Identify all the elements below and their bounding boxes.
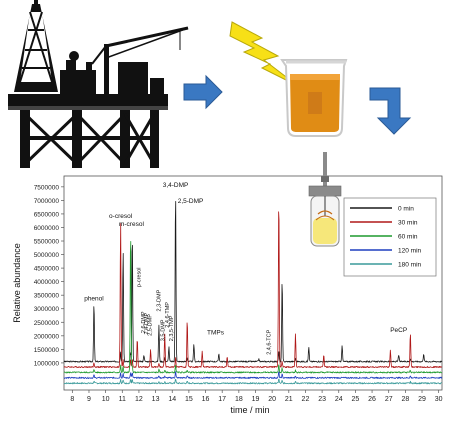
spme-vial-icon xyxy=(308,152,342,247)
y-tick-label: 4500000 xyxy=(34,266,60,273)
x-tick-label: 18 xyxy=(235,396,243,403)
arrow-right-icon xyxy=(183,74,223,110)
peak-label: m-cresol xyxy=(119,221,144,228)
x-tick-label: 23 xyxy=(318,396,326,403)
series-line-0 xyxy=(63,200,443,363)
legend: 0 min 30 min 60 min 120 min 180 min xyxy=(343,197,437,277)
legend-label: 30 min xyxy=(398,220,418,227)
y-tick-label: 2000000 xyxy=(34,333,60,340)
trace-lines xyxy=(63,200,443,385)
series-line-1 xyxy=(63,211,443,369)
peak-label: o-cresol xyxy=(109,213,133,220)
x-tick-label: 22 xyxy=(302,396,310,403)
x-tick-label: 29 xyxy=(418,396,426,403)
oil-platform-icon xyxy=(8,0,189,168)
x-tick-label: 11 xyxy=(119,396,126,403)
y-tick-label: 1000000 xyxy=(34,360,60,367)
peak-label: 3,4-DMP xyxy=(163,182,189,189)
peak-label: 2,3-DMP xyxy=(157,289,163,311)
legend-box xyxy=(343,197,437,277)
x-tick-label: 26 xyxy=(368,396,376,403)
x-tick-label: 8 xyxy=(70,396,74,403)
peak-label: TMPs xyxy=(207,329,225,336)
series-line-4 xyxy=(63,378,443,385)
legend-label: 120 min xyxy=(398,248,422,255)
chromatogram-plot: 1000000 1500000 2000000 2500000 3000000 35000… xyxy=(12,175,443,415)
x-tick-label: 19 xyxy=(252,396,260,403)
y-tick-label: 3000000 xyxy=(34,306,60,313)
x-tick-label: 16 xyxy=(202,396,210,403)
y-tick-label: 5500000 xyxy=(34,239,60,246)
lightning-bolt-icon xyxy=(229,21,299,87)
legend-label: 0 min xyxy=(398,206,414,213)
x-tick-label: 30 xyxy=(435,396,443,403)
peak-label: phenol xyxy=(84,296,104,303)
y-tick-label: 6500000 xyxy=(34,211,60,218)
legend-label: 60 min xyxy=(398,234,418,241)
x-tick-label: 12 xyxy=(135,396,143,403)
x-tick-label: 24 xyxy=(335,396,343,403)
peak-label: 2,5-DMP xyxy=(147,314,153,336)
peak-label: 3,5-DMP xyxy=(161,319,167,341)
y-tick-label: 3500000 xyxy=(34,293,60,300)
y-axis-label: Relative abundance xyxy=(12,243,22,323)
x-tick-label: 17 xyxy=(218,396,226,403)
peak-label: 2,4,6-TCP xyxy=(266,329,272,354)
beaker-icon xyxy=(280,59,348,137)
x-tick-label: 13 xyxy=(152,396,160,403)
peak-label: 2,3,5-TMP xyxy=(169,315,175,341)
x-tick-label: 28 xyxy=(401,396,409,403)
series-line-2 xyxy=(63,241,443,374)
plot-frame xyxy=(63,175,443,391)
peak-label: 2,4,6-TMP xyxy=(165,302,171,328)
peak-label: p-cresol xyxy=(137,268,143,288)
y-tick-label: 7500000 xyxy=(34,184,60,191)
x-axis: 8 9 10 11 12 13 14 15 16 17 18 19 20 21 22 23 24 25 26 27 28… xyxy=(70,390,443,403)
y-axis: 1000000 1500000 2000000 2500000 3000000 35000… xyxy=(34,184,64,367)
y-tick-label: 6000000 xyxy=(34,225,60,232)
peak-label: 2,5-DMP xyxy=(178,198,204,205)
x-tick-label: 20 xyxy=(268,396,276,403)
x-tick-label: 14 xyxy=(168,396,176,403)
y-tick-label: 4000000 xyxy=(34,279,60,286)
x-tick-label: 27 xyxy=(385,396,393,403)
x-tick-label: 21 xyxy=(285,396,293,403)
peak-label: PeCP xyxy=(390,327,407,334)
peak-label: 2,6-DMP xyxy=(141,311,147,333)
y-tick-label: 5000000 xyxy=(34,252,60,259)
x-tick-label: 10 xyxy=(102,396,110,403)
x-tick-label: 25 xyxy=(352,396,360,403)
legend-label: 180 min xyxy=(398,262,422,269)
y-tick-label: 7000000 xyxy=(34,198,60,205)
x-axis-label: time / min xyxy=(230,405,269,415)
y-tick-label: 2500000 xyxy=(34,320,60,327)
x-tick-label: 9 xyxy=(87,396,91,403)
x-tick-label: 15 xyxy=(185,396,193,403)
y-tick-label: 1500000 xyxy=(34,347,60,354)
peak-annotations: phenolo-cresolm-cresolp-cresol2,6-DMP2,4… xyxy=(84,182,407,355)
peak-label: 2,4-DMP xyxy=(144,312,150,334)
series-line-3 xyxy=(63,371,443,379)
arrow-down-bent-icon xyxy=(369,87,412,135)
